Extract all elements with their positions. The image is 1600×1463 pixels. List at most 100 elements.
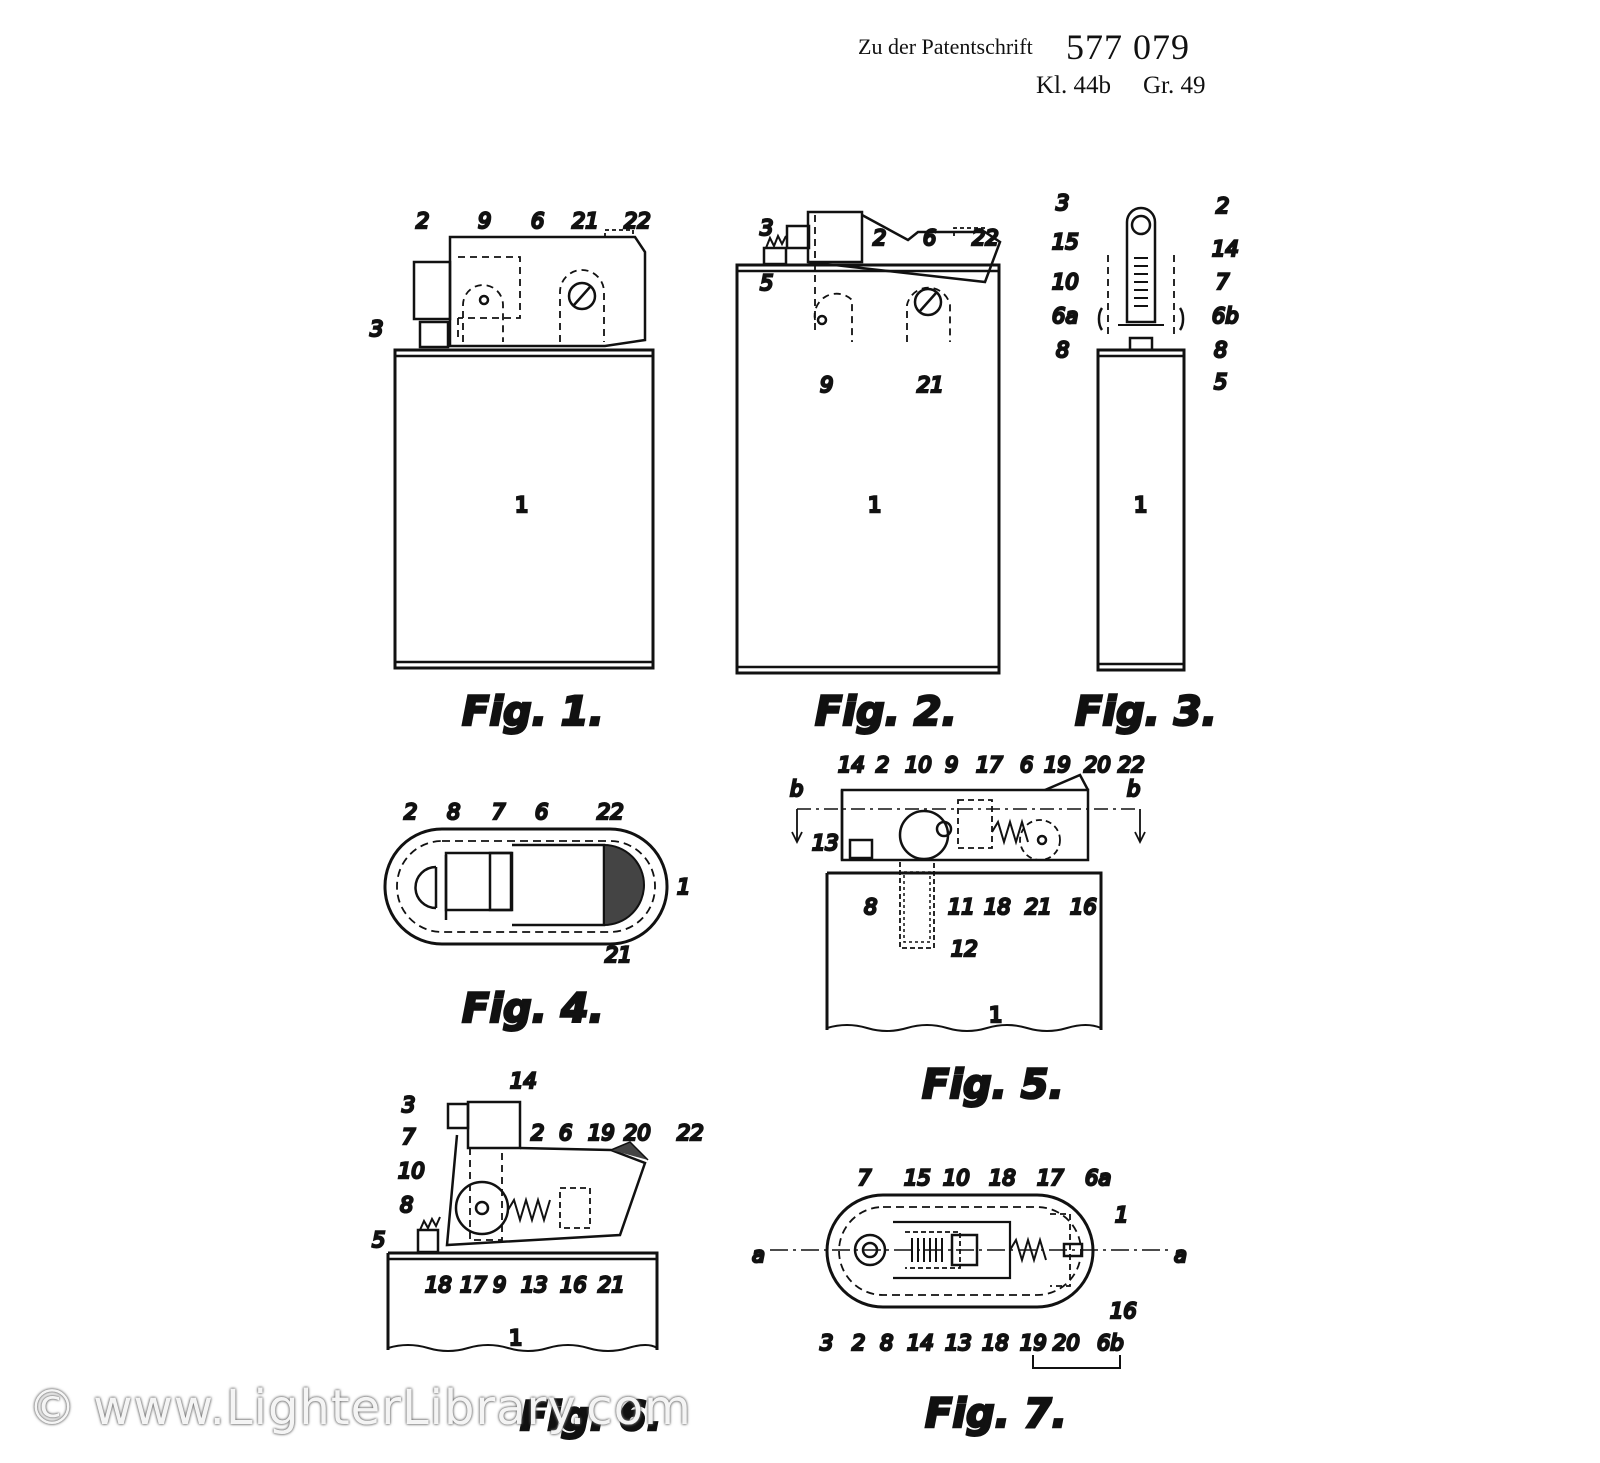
fig7-label-18: 18 bbox=[989, 1166, 1016, 1190]
fig5-label-b-left: b bbox=[790, 777, 803, 801]
fig5-label-11: 11 bbox=[948, 895, 975, 919]
fig6-label-10: 10 bbox=[398, 1159, 425, 1183]
figure-5 bbox=[791, 773, 1146, 1032]
fig7-label-18b: 18 bbox=[982, 1331, 1009, 1355]
fig4-caption: Fig. 4. bbox=[462, 986, 604, 1032]
fig6-label-8: 8 bbox=[400, 1193, 413, 1217]
fig7-label-a-left: a bbox=[752, 1243, 765, 1267]
fig2-label-3: 3 bbox=[760, 216, 773, 240]
fig7-label-7: 7 bbox=[858, 1166, 872, 1190]
figure-1 bbox=[393, 229, 655, 670]
fig2-label-2: 2 bbox=[873, 226, 886, 250]
fig7-label-2: 2 bbox=[852, 1331, 865, 1355]
fig6-label-17: 17 bbox=[460, 1273, 487, 1297]
fig6-label-1: 1 bbox=[509, 1326, 522, 1350]
figure-4 bbox=[383, 827, 669, 946]
fig3-label-10: 10 bbox=[1052, 270, 1079, 294]
fig6-label-5: 5 bbox=[372, 1228, 385, 1252]
fig7-caption: Fig. 7. bbox=[925, 1391, 1067, 1437]
fig5-caption: Fig. 5. bbox=[922, 1062, 1064, 1108]
fig6-label-22: 22 bbox=[677, 1121, 704, 1145]
fig7-label-19: 19 bbox=[1020, 1331, 1047, 1355]
figure-2 bbox=[735, 210, 1002, 675]
figure-6 bbox=[386, 1100, 659, 1352]
fig7-label-20: 20 bbox=[1053, 1331, 1080, 1355]
fig1-label-3: 3 bbox=[370, 317, 383, 341]
fig7-label-15: 15 bbox=[904, 1166, 931, 1190]
fig2-label-1: 1 bbox=[868, 493, 881, 517]
fig6-label-19: 19 bbox=[588, 1121, 615, 1145]
fig7-label-6b: 6b bbox=[1097, 1331, 1124, 1355]
fig3-label-6b: 6b bbox=[1212, 304, 1239, 328]
fig6-caption: Fig. 6. bbox=[520, 1394, 662, 1440]
fig3-label-15: 15 bbox=[1052, 230, 1079, 254]
fig5-label-13: 13 bbox=[812, 831, 839, 855]
fig5-label-21: 21 bbox=[1025, 895, 1052, 919]
fig6-label-9: 9 bbox=[493, 1273, 506, 1297]
fig7-label-16: 16 bbox=[1110, 1299, 1137, 1323]
fig7-label-1: 1 bbox=[1115, 1203, 1128, 1227]
fig7-label-6a: 6a bbox=[1085, 1166, 1111, 1190]
fig1-label-6: 6 bbox=[531, 209, 544, 233]
fig5-label-16: 16 bbox=[1070, 895, 1097, 919]
fig3-label-7: 7 bbox=[1216, 270, 1230, 294]
watermark: © www.LighterLibrary.com bbox=[28, 1380, 692, 1436]
fig7-label-8: 8 bbox=[880, 1331, 893, 1355]
fig7-label-13: 13 bbox=[945, 1331, 972, 1355]
fig6-label-16: 16 bbox=[560, 1273, 587, 1297]
fig7-label-14: 14 bbox=[907, 1331, 934, 1355]
fig5-label-18: 18 bbox=[984, 895, 1011, 919]
fig3-label-6a: 6a bbox=[1052, 304, 1078, 328]
fig5-label-9: 9 bbox=[945, 753, 958, 777]
fig5-label-14: 14 bbox=[838, 753, 865, 777]
fig5-label-22: 22 bbox=[1118, 753, 1145, 777]
fig3-caption: Fig. 3. bbox=[1075, 689, 1217, 735]
fig4-label-2: 2 bbox=[404, 800, 417, 824]
fig7-label-17: 17 bbox=[1037, 1166, 1064, 1190]
fig2-label-21: 21 bbox=[917, 373, 944, 397]
fig3-label-3: 3 bbox=[1056, 191, 1069, 215]
fig6-label-20: 20 bbox=[624, 1121, 651, 1145]
fig6-label-7: 7 bbox=[402, 1125, 416, 1149]
fig3-label-1: 1 bbox=[1134, 493, 1147, 517]
fig3-label-5: 5 bbox=[1214, 370, 1227, 394]
fig1-label-9: 9 bbox=[478, 209, 491, 233]
fig7-label-3: 3 bbox=[820, 1331, 833, 1355]
fig6-label-21: 21 bbox=[598, 1273, 625, 1297]
fig5-label-12: 12 bbox=[951, 937, 978, 961]
fig4-label-21: 21 bbox=[605, 943, 632, 967]
fig1-label-1: 1 bbox=[515, 493, 528, 517]
fig6-label-3: 3 bbox=[402, 1093, 415, 1117]
fig5-label-20: 20 bbox=[1084, 753, 1111, 777]
fig1-label-2: 2 bbox=[416, 209, 429, 233]
patent-prefix: Zu der Patentschrift bbox=[858, 34, 1033, 59]
fig3-label-8-left: 8 bbox=[1056, 338, 1069, 362]
fig4-label-6: 6 bbox=[535, 800, 548, 824]
fig2-label-22: 22 bbox=[972, 226, 999, 250]
fig5-label-6: 6 bbox=[1020, 753, 1033, 777]
fig6-label-2: 2 bbox=[531, 1121, 544, 1145]
fig4-label-22: 22 bbox=[597, 800, 624, 824]
fig2-label-9: 9 bbox=[820, 373, 833, 397]
figure-7 bbox=[770, 1193, 1170, 1369]
fig6-label-13: 13 bbox=[521, 1273, 548, 1297]
fig6-label-14: 14 bbox=[510, 1069, 537, 1093]
fig6-label-6: 6 bbox=[559, 1121, 572, 1145]
fig1-label-21: 21 bbox=[572, 209, 599, 233]
fig5-label-b-right: b bbox=[1127, 777, 1140, 801]
fig5-label-17: 17 bbox=[976, 753, 1003, 777]
patent-group: Gr. 49 bbox=[1143, 72, 1206, 99]
fig2-label-6: 6 bbox=[923, 226, 936, 250]
fig4-label-1: 1 bbox=[677, 875, 690, 899]
patent-class: Kl. 44b bbox=[1036, 72, 1111, 99]
patent-number: 577 079 bbox=[1066, 27, 1190, 67]
fig5-label-10: 10 bbox=[905, 753, 932, 777]
fig3-label-2: 2 bbox=[1216, 194, 1229, 218]
fig5-label-8: 8 bbox=[864, 895, 877, 919]
fig1-label-22: 22 bbox=[624, 209, 651, 233]
fig4-label-8: 8 bbox=[447, 800, 460, 824]
fig5-label-19: 19 bbox=[1044, 753, 1071, 777]
fig7-label-10: 10 bbox=[943, 1166, 970, 1190]
fig2-label-5: 5 bbox=[760, 271, 773, 295]
